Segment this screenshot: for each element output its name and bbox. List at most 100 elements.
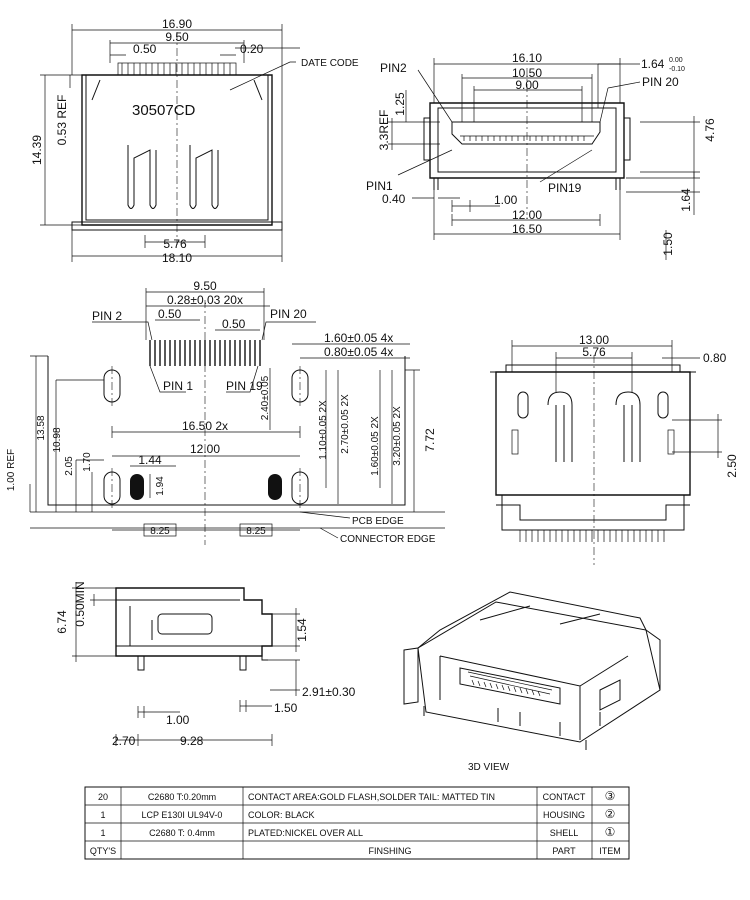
fp-dim-1200: 12.00 [190, 442, 220, 456]
bom-cell-part: CONTACT [543, 792, 586, 802]
front-pin2: PIN2 [380, 61, 407, 75]
bom-cell-part: SHELL [550, 828, 579, 838]
bom-table: 20 C2680 T:0.20mm CONTACT AREA:GOLD FLASH,… [84, 786, 630, 860]
fp-dim-170: 1.70 [82, 452, 93, 472]
front-dim-150: 1.50 [661, 232, 675, 256]
fp-pin2: PIN 2 [92, 309, 122, 323]
fp-dim-320: 3.20±0.05 2X [392, 406, 403, 466]
fp-dim-240: 2.40±0.05 [260, 375, 271, 420]
fp-dim-825b: 8.25 [246, 526, 266, 537]
bom-row: 1 C2680 T: 0.4mm PLATED:NICKEL OVER ALL SHE… [100, 825, 615, 839]
bom-cell-material: C2680 T:0.20mm [148, 792, 216, 802]
rear-dim-1300: 13.00 [579, 333, 609, 347]
front-pin1: PIN1 [366, 179, 393, 193]
date-code-label: DATE CODE [301, 58, 359, 69]
footprint-hole-left [130, 474, 144, 500]
footprint-pads [149, 340, 261, 366]
fp-dim-slot-w2: 0.80±0.05 4x [324, 345, 393, 359]
footprint-hole-right [268, 474, 282, 500]
side-dim-150: 1.50 [274, 701, 298, 715]
bom-cell-item: ① [605, 825, 616, 839]
bom-cell-part: HOUSING [543, 810, 585, 820]
front-dim-inner: 10.50 [512, 66, 542, 80]
rear-view: 13.00 5.76 0.80 2.50 [490, 333, 739, 565]
fp-dim-270: 2.70±0.05 2X [340, 394, 351, 454]
fp-dim-1650: 16.50 2x [182, 419, 228, 433]
top-dim-overall-width: 16.90 [162, 17, 192, 31]
bom-cell-item: ③ [605, 789, 616, 803]
front-dim-164: 1.64 [679, 188, 693, 212]
top-dim-bottom-span: 5.76 [163, 237, 187, 251]
fp-dim-1358: 13.58 [36, 415, 47, 440]
fp-dim-100ref: 1.00 REF [6, 449, 17, 491]
front-dim-476: 4.76 [703, 118, 717, 142]
connector-edge-label: CONNECTOR EDGE [340, 534, 436, 545]
front-dim-040: 0.40 [382, 192, 406, 206]
top-dim-height: 14.39 [30, 135, 44, 165]
bom-header-part: PART [552, 846, 576, 856]
fp-dim-1098: 10.98 [52, 427, 63, 452]
front-dim-100: 1.00 [494, 193, 518, 207]
rear-dim-576: 5.76 [582, 345, 606, 359]
side-dim-100: 1.00 [166, 713, 190, 727]
fp-dim-160: 1.60±0.05 2X [370, 416, 381, 476]
bom-cell-material: C2680 T: 0.4mm [149, 828, 215, 838]
front-dim-1650: 16.50 [512, 222, 542, 236]
bom-rows: 20 C2680 T:0.20mm CONTACT AREA:GOLD FLASH,… [98, 789, 615, 839]
fp-dim-772: 7.72 [423, 428, 437, 452]
bom-cell-finishing: CONTACT AREA:GOLD FLASH,SOLDER TAIL: MAT… [248, 792, 495, 802]
bom-cell-item: ② [605, 807, 616, 821]
rear-dim-250: 2.50 [725, 454, 739, 478]
bom-row: 1 LCP E130I UL94V-0 COLOR: BLACK HOUSING ② [100, 807, 615, 821]
fp-dim-110: 1.10±0.05 2X [318, 400, 329, 460]
pcb-edge-label: PCB EDGE [352, 516, 404, 527]
side-dim-291: 2.91±0.30 [302, 685, 356, 699]
rear-dim-080: 0.80 [703, 351, 727, 365]
pcb-footprint: 9.50 0.28±0.03 20x 0.50 0.50 PIN 2 PIN 2… [6, 279, 445, 545]
bom-header-item: ITEM [599, 846, 621, 856]
front-tol-lower: -0.10 [669, 66, 685, 73]
front-dim-125: 1.25 [393, 92, 407, 116]
bom-cell-finishing: COLOR: BLACK [248, 810, 315, 820]
front-pin20: PIN 20 [642, 75, 679, 89]
top-dim-ref: 0.53 REF [55, 95, 69, 146]
fp-dim-205: 2.05 [64, 456, 75, 476]
bom-header-finishing: FINSHING [368, 846, 411, 856]
bom-cell-finishing: PLATED:NICKEL OVER ALL [248, 828, 363, 838]
fp-dim-194: 1.94 [155, 476, 166, 496]
iso-view: 3D VIEW [403, 591, 661, 773]
side-dim-928: 9.28 [180, 734, 204, 748]
bom-cell-material: LCP E130I UL94V-0 [142, 810, 223, 820]
iso-view-label: 3D VIEW [468, 762, 510, 773]
top-view: 16.90 9.50 0.50 0.20 DATE CODE 30507CD 1… [30, 17, 359, 265]
top-dim-pin-span: 9.50 [165, 30, 189, 44]
front-dim-ref: 3.3REF [377, 110, 391, 151]
fp-dim-950: 9.50 [193, 279, 217, 293]
side-dim-270: 2.70 [112, 734, 136, 748]
bom-row: 20 C2680 T:0.20mm CONTACT AREA:GOLD FLASH,… [98, 789, 615, 803]
fp-dim-050b: 0.50 [222, 317, 246, 331]
fp-dim-pad: 0.28±0.03 20x [167, 293, 243, 307]
fp-dim-050a: 0.50 [158, 307, 182, 321]
fp-pin1: PIN 1 [163, 379, 193, 393]
side-dim-050min: 0.50MIN [73, 581, 87, 626]
bom-cell-qty: 1 [100, 810, 105, 820]
front-dim-tol: 1.64 [641, 57, 665, 71]
front-dim-contacts: 9.00 [515, 78, 539, 92]
bom-cell-qty: 1 [100, 828, 105, 838]
front-pin19: PIN19 [548, 181, 582, 195]
side-dim-154: 1.54 [295, 618, 309, 642]
bom-cell-qty: 20 [98, 792, 108, 802]
side-dim-674: 6.74 [55, 610, 69, 634]
bom-header-qty: QTY'S [90, 846, 116, 856]
side-view: 6.74 0.50MIN 1.54 2.91±0.30 1.00 1.50 2.… [55, 581, 356, 748]
top-dim-bottom-width: 18.10 [162, 251, 192, 265]
top-dim-pitch: 0.50 [133, 42, 157, 56]
fp-dim-144: 1.44 [138, 453, 162, 467]
front-dim-1200: 12.00 [512, 208, 542, 222]
front-tol-upper: 0.00 [669, 57, 683, 64]
top-dim-pin-width: 0.20 [240, 42, 264, 56]
fp-pin19: PIN 19 [226, 379, 263, 393]
fp-dim-slot-w: 1.60±0.05 4x [324, 331, 393, 345]
